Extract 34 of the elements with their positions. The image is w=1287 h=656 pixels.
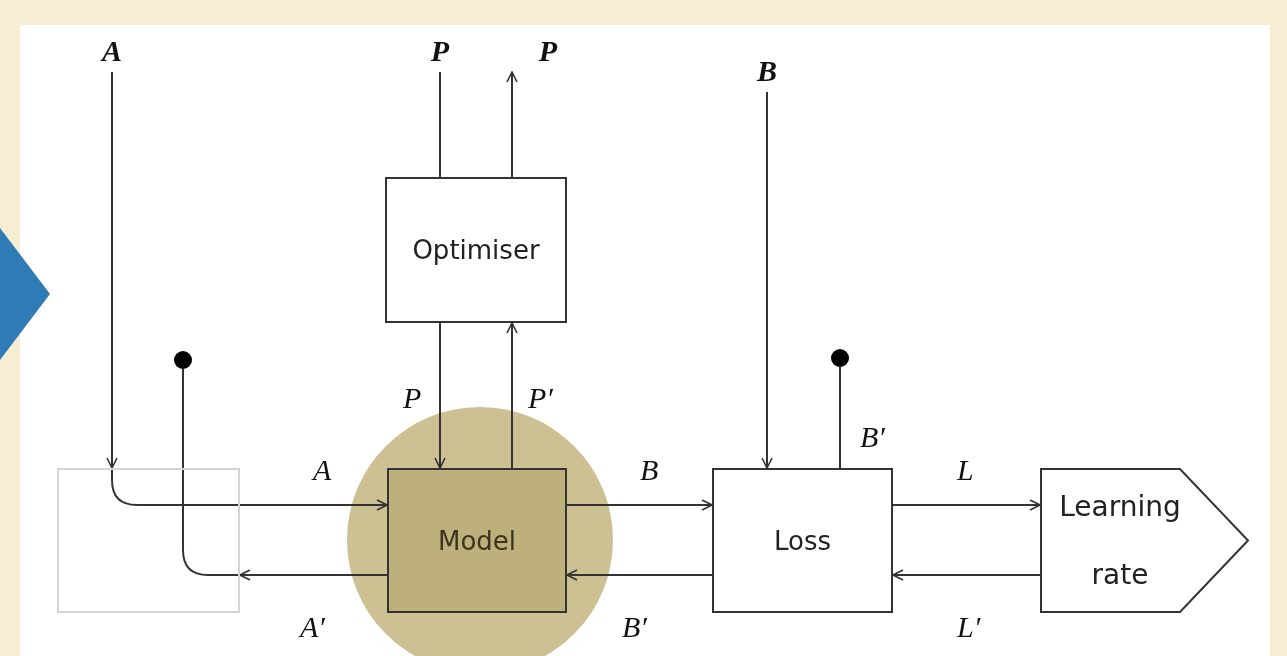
variable-text: B — [757, 54, 777, 88]
box-label: Optimiser — [412, 235, 540, 265]
box-label: Loss — [774, 525, 831, 556]
edge-label: A — [313, 455, 332, 485]
connector-arrow — [434, 322, 446, 469]
connector-arrow — [111, 467, 388, 511]
learning-rate-box — [1040, 468, 1250, 613]
connector-arrow — [892, 499, 1041, 511]
edge-label: B′ — [622, 612, 647, 642]
box-label: Model — [437, 525, 517, 556]
empty-box — [57, 468, 240, 613]
edge-label: A′ — [300, 612, 325, 642]
connector-arrow — [892, 569, 1041, 581]
variable-text: A — [102, 34, 122, 68]
edge-label: P — [403, 383, 422, 413]
connector-arrow — [761, 91, 773, 469]
connector-arrow — [506, 71, 518, 178]
connector-arrow — [506, 322, 518, 469]
connector-arrow — [106, 71, 118, 469]
box-label: Learning rate — [1058, 489, 1182, 593]
edge-label: P′ — [528, 383, 553, 413]
loss-box — [712, 468, 893, 613]
variable-text: P — [430, 34, 450, 68]
connector-arrow — [566, 499, 713, 511]
connector-arrow — [239, 569, 388, 581]
connector-arrow — [566, 569, 713, 581]
model-box — [387, 468, 567, 613]
edge-label: B′ — [860, 422, 885, 452]
edge-label: L — [957, 455, 974, 485]
edge-label: L′ — [957, 612, 981, 642]
edge-label: B — [640, 455, 659, 485]
variable-text: P — [538, 34, 558, 68]
pointer-triangle — [0, 228, 50, 360]
optimiser-box — [385, 177, 567, 323]
